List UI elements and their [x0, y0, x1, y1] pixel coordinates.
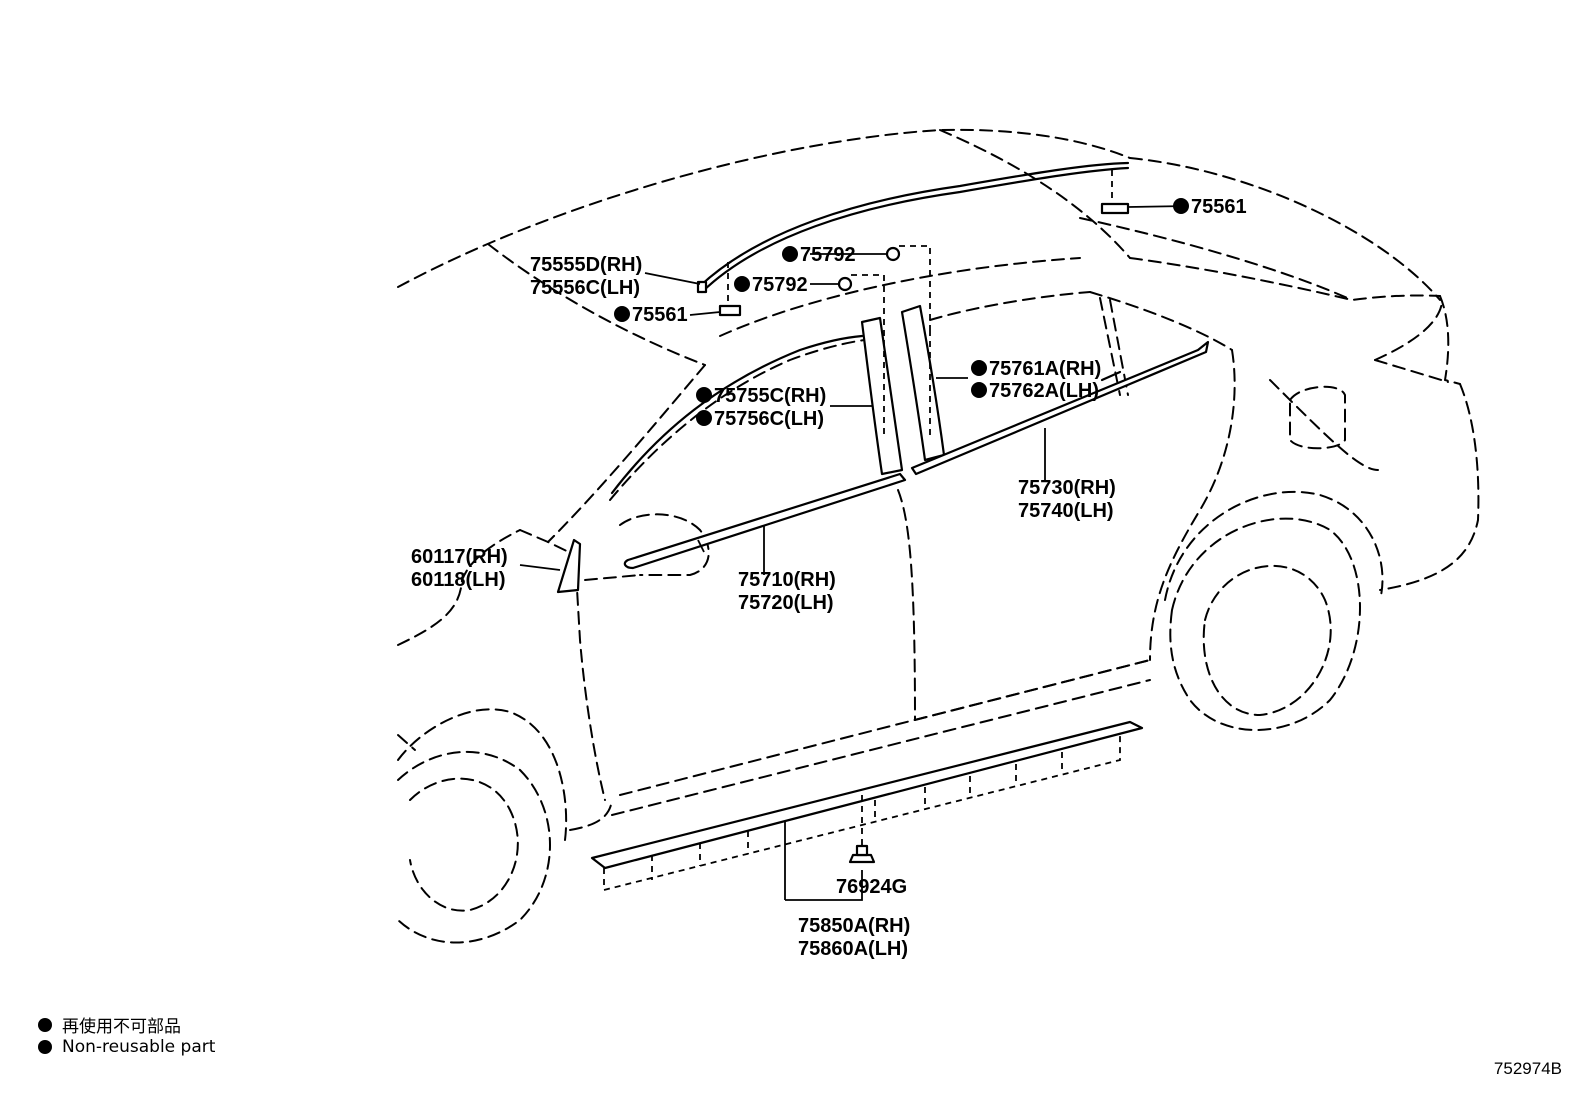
label-75761a: 75761A(RH)	[989, 358, 1101, 380]
callout-75762a: 75762A(LH)	[971, 380, 1099, 402]
callout-75561-left: 75561	[614, 304, 688, 326]
clip-75561-top	[1100, 170, 1130, 215]
label-75720: 75720(LH)	[738, 592, 834, 614]
front-door-frame-molding	[610, 334, 864, 495]
callout-75755c: 75755C(RH)	[696, 385, 826, 407]
label-75561-top: 75561	[1191, 196, 1247, 218]
legend-english: Non-reusable part	[38, 1037, 215, 1057]
callout-75756c: 75756C(LH)	[696, 408, 824, 430]
non-reusable-marker-icon	[38, 1017, 52, 1032]
label-75561-left: 75561	[632, 304, 688, 326]
callout-75561-top: 75561	[1173, 196, 1247, 218]
rear-door-belt-molding	[910, 340, 1210, 476]
label-75860a: 75860A(LH)	[798, 938, 908, 960]
non-reusable-marker-icon	[38, 1040, 52, 1054]
label-75710: 75710(RH)	[738, 569, 836, 591]
delta-cover	[556, 538, 582, 594]
label-75850a: 75850A(RH)	[798, 915, 910, 937]
legend-japanese-text: 再使用不可部品	[62, 1017, 181, 1037]
legend-japanese: 再使用不可部品	[38, 1012, 181, 1037]
label-75555d: 75555D(RH)	[530, 254, 642, 276]
front-door-belt-molding	[623, 472, 907, 570]
label-75556c: 75556C(LH)	[530, 277, 640, 299]
leader-lines	[519, 205, 1189, 901]
fasteners-75792	[837, 245, 931, 340]
b-pillar-garnish-rear	[900, 304, 946, 462]
callout-75761a: 75761A(RH)	[971, 358, 1101, 380]
label-75762a: 75762A(LH)	[989, 380, 1099, 402]
label-75755c: 75755C(RH)	[714, 385, 826, 407]
roof-molding	[696, 161, 1130, 294]
label-60118: 60118(LH)	[411, 569, 506, 591]
label-75740: 75740(LH)	[1018, 500, 1114, 522]
legend-english-text: Non-reusable part	[62, 1037, 216, 1057]
callout-75792-a: 75792	[782, 244, 856, 266]
rocker-molding	[590, 720, 1144, 892]
clip-76924g	[848, 795, 876, 864]
label-60117: 60117(RH)	[411, 546, 508, 568]
label-75730: 75730(RH)	[1018, 477, 1116, 499]
car-body-outline	[397, 128, 1480, 944]
label-75756c: 75756C(LH)	[714, 408, 824, 430]
diagram-code: 752974B	[1493, 1059, 1562, 1078]
label-75792-a: 75792	[800, 244, 856, 266]
label-75792-b: 75792	[752, 274, 808, 296]
label-76924g: 76924G	[836, 876, 907, 898]
b-pillar-garnish-front	[860, 316, 904, 476]
callout-75792-b: 75792	[734, 274, 808, 296]
